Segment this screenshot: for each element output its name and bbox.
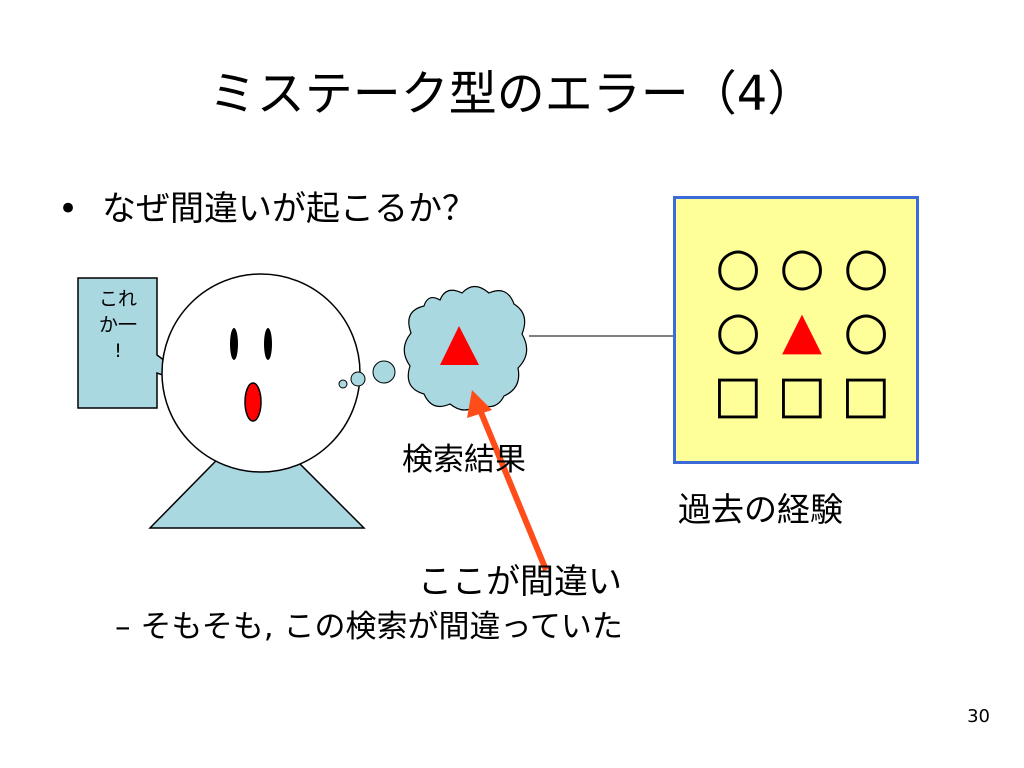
memory-row: ○ ○ ○	[712, 239, 892, 295]
memory-row: ○ ▲ ○	[712, 303, 892, 359]
mistake-label: ここが間違い	[418, 562, 622, 602]
circle-icon: ○	[715, 301, 761, 361]
circle-icon: ○	[843, 301, 889, 361]
left-eye	[230, 328, 238, 360]
circle-icon: ○	[843, 237, 889, 297]
bullet-item: • なぜ間違いが起こるか？	[58, 187, 476, 231]
past-experience-label: 過去の経験	[678, 490, 843, 529]
slide-title: ミステーク型のエラー（4）	[208, 66, 816, 122]
thought-dot-medium	[350, 371, 366, 387]
speech-text: これ か一 !	[80, 286, 156, 364]
bullet-marker: •	[58, 189, 79, 229]
page-number: 30	[967, 706, 990, 727]
speech-line: か一	[98, 314, 137, 336]
search-result-label: 検索結果	[402, 442, 526, 478]
thought-dot-large	[372, 360, 396, 384]
past-experience-box: ○ ○ ○ ○ ▲ ○ □ □ □	[673, 196, 919, 464]
mouth	[244, 382, 262, 422]
speech-line: !	[114, 340, 122, 362]
memory-row: □ □ □	[712, 367, 892, 423]
bullet-text: なぜ間違いが起こるか？	[102, 189, 476, 229]
mistake-arrow	[477, 408, 549, 572]
person-face-icon	[161, 273, 361, 473]
red-triangle-icon	[440, 326, 479, 365]
person-body	[148, 418, 366, 529]
thought-dot-small	[338, 379, 348, 389]
sub-bullet: – そもそも, この検索が間違っていた	[115, 609, 623, 645]
circle-icon: ○	[779, 237, 825, 297]
square-icon: □	[777, 365, 827, 425]
speech-line: これ	[98, 288, 137, 310]
triangle-icon: ▲	[782, 301, 822, 361]
square-icon: □	[713, 365, 763, 425]
right-eye	[264, 328, 272, 360]
square-icon: □	[841, 365, 891, 425]
mistake-arrowhead	[467, 390, 492, 418]
circle-icon: ○	[715, 237, 761, 297]
